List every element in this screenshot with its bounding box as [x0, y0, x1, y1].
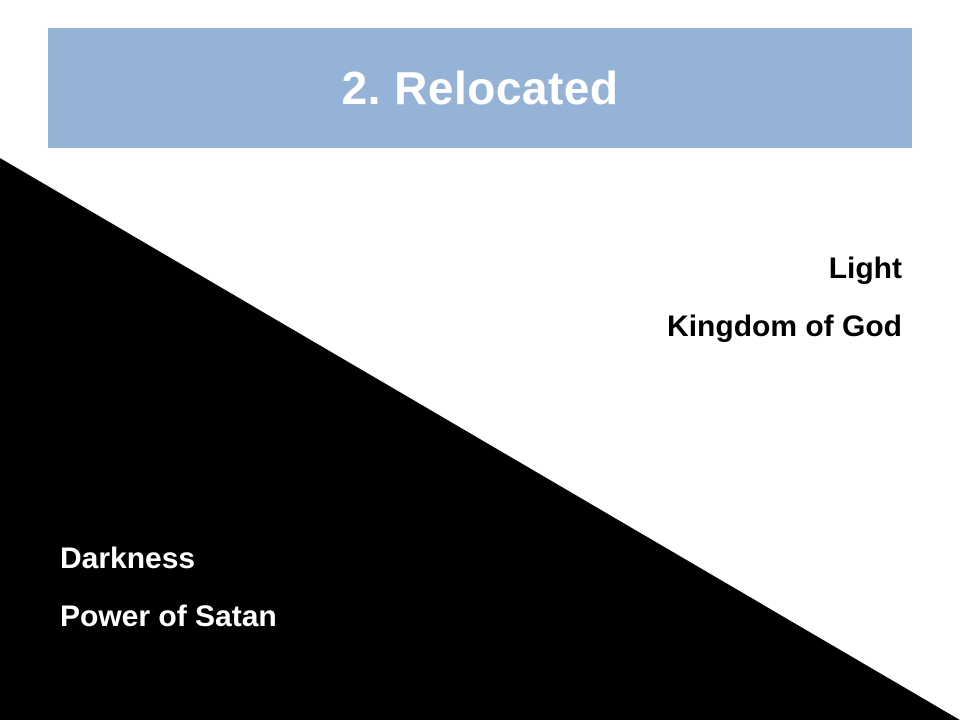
dark-triangle — [0, 158, 960, 720]
title-banner: 2. Relocated — [48, 28, 912, 148]
power-of-satan-label: Power of Satan — [60, 600, 277, 633]
slide-title: 2. Relocated — [341, 62, 619, 114]
light-label: Light — [828, 252, 902, 285]
kingdom-of-god-label: Kingdom of God — [667, 310, 902, 343]
dark-side-labels: Darkness Power of Satan — [60, 530, 277, 646]
light-side-labels: Light Kingdom of God — [667, 240, 902, 356]
darkness-label: Darkness — [60, 542, 196, 575]
